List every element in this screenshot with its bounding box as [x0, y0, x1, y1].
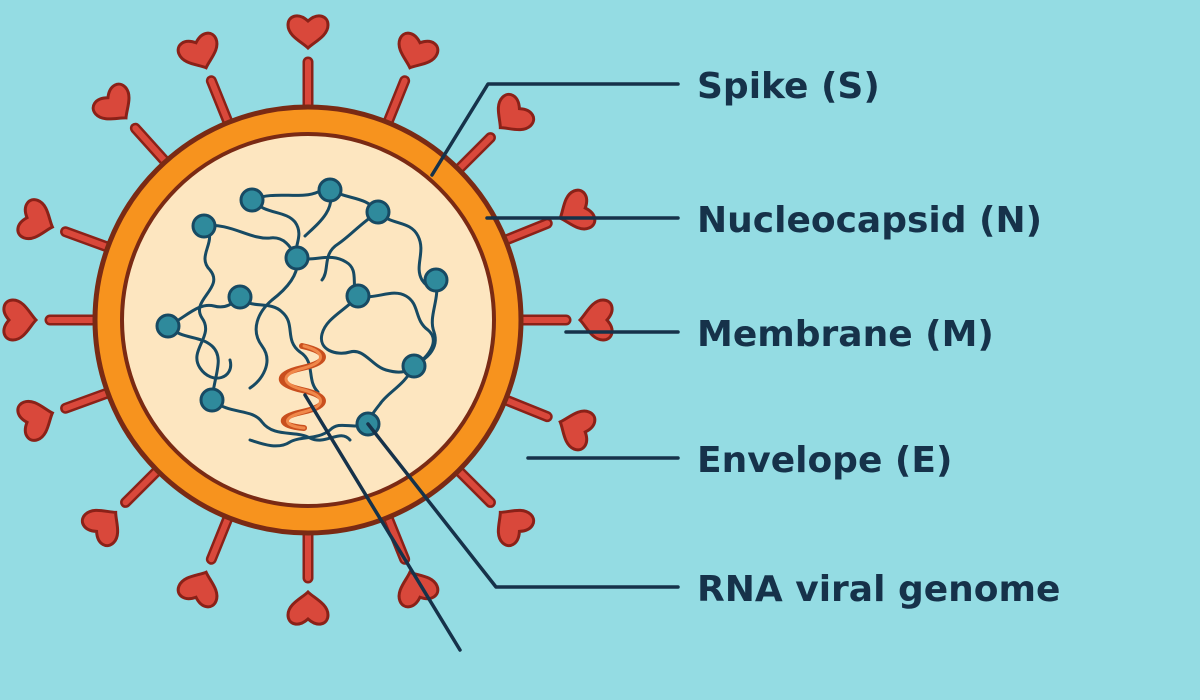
spike-leader-line [430, 82, 680, 177]
label-envelope: Envelope (E) [697, 440, 952, 481]
nucleocapsid-bead [227, 284, 253, 310]
spike-head [286, 14, 330, 51]
nucleocapsid-bead [401, 353, 427, 379]
spike-head [496, 92, 536, 132]
spike-head [176, 31, 219, 70]
spike-head [16, 399, 55, 442]
label-rna-genome: RNA viral genome [697, 569, 1060, 610]
spike-head [16, 198, 55, 241]
label-membrane: Membrane (M) [697, 314, 994, 355]
rna-leader-line [366, 422, 680, 589]
spike-head [80, 508, 120, 548]
spike-head [397, 31, 440, 70]
nucleocapsid-bead [345, 283, 371, 309]
nucleocapsid-bead [317, 177, 343, 203]
nucleocapsid-bead [423, 267, 449, 293]
rna-helix-leader-line [303, 393, 462, 652]
label-spike: Spike (S) [697, 66, 880, 107]
nucleocapsid-bead [284, 245, 310, 271]
nucleocapsid-bead [239, 187, 265, 213]
spike-head [286, 589, 330, 626]
nucleocapsid-bead [155, 313, 181, 339]
spike-head [558, 409, 597, 452]
spike-head [577, 298, 614, 342]
nucleocapsid-bead [191, 213, 217, 239]
nucleocapsid-bead [365, 199, 391, 225]
spike-head [91, 82, 131, 121]
label-nucleocapsid: Nucleocapsid (N) [697, 200, 1042, 241]
spike-head [176, 570, 219, 609]
spike-head [2, 298, 39, 342]
nucleocapsid-proteins [155, 177, 449, 437]
spike-head [496, 508, 536, 548]
rna-helix-highlight [284, 344, 322, 430]
spike-head [558, 188, 597, 231]
nucleocapsid-bead [199, 387, 225, 413]
